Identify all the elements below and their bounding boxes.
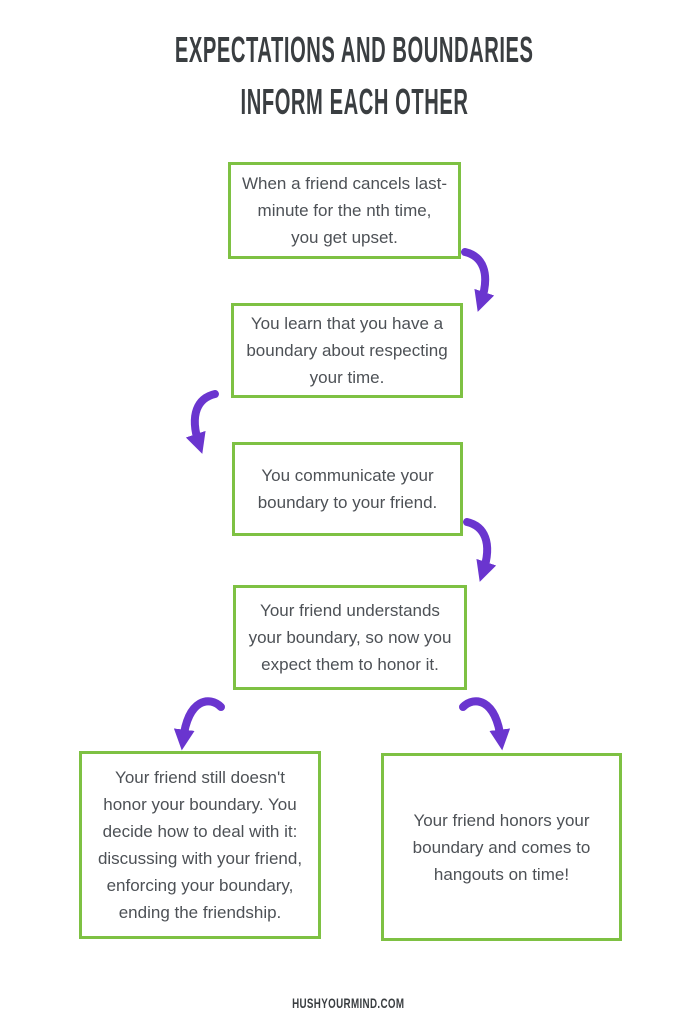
flow-step-1-box: When a friend cancels last- minute for t… <box>228 162 461 259</box>
flow-step-3-box: You communicate your boundary to your fr… <box>232 442 463 536</box>
curved-arrow-down-left-icon <box>185 390 219 454</box>
branch-arrow-down-left-icon <box>173 697 225 751</box>
flow-step-4-box: Your friend understands your boundary, s… <box>233 585 467 690</box>
flow-step-3-text: You communicate your boundary to your fr… <box>257 466 438 512</box>
flow-step-1-text: When a friend cancels last- minute for t… <box>241 174 448 247</box>
curved-arrow-down-right-icon <box>463 518 497 582</box>
flow-step-4-text: Your friend understands your boundary, s… <box>248 601 452 674</box>
title-line-2: INFORM EACH OTHER <box>240 81 469 122</box>
outcome-negative-text: Your friend still doesn't honor your bou… <box>97 768 303 922</box>
website-url: HUSHYOURMIND.COM <box>292 995 405 1011</box>
flow-step-2-box: You learn that you have a boundary about… <box>231 303 463 398</box>
branch-arrow-down-right-icon <box>459 697 511 751</box>
footer: HUSHYOURMIND.COM <box>7 995 683 1011</box>
flow-step-2-text: You learn that you have a boundary about… <box>246 314 448 387</box>
outcome-negative-box: Your friend still doesn't honor your bou… <box>79 751 321 939</box>
outcome-positive-text: Your friend honors your boundary and com… <box>412 810 591 884</box>
page-title: EXPECTATIONS AND BOUNDARIES INFORM EACH … <box>13 24 683 128</box>
outcome-positive-box: Your friend honors your boundary and com… <box>381 753 622 941</box>
title-line-1: EXPECTATIONS AND BOUNDARIES <box>175 29 534 70</box>
curved-arrow-down-right-icon <box>461 248 495 312</box>
